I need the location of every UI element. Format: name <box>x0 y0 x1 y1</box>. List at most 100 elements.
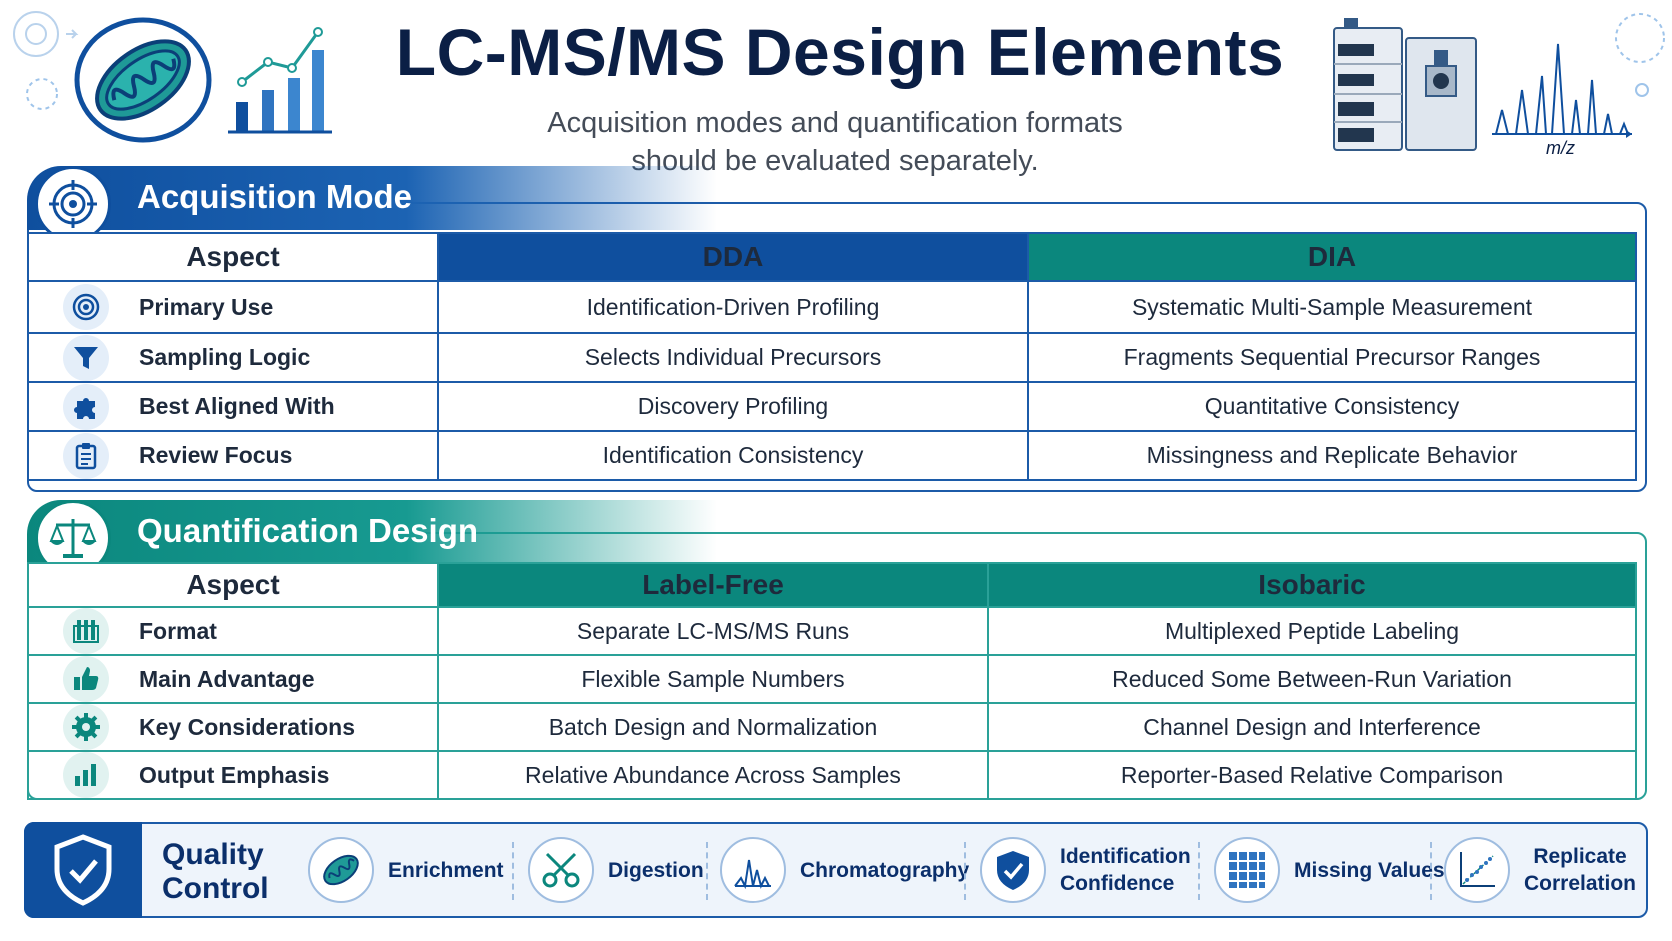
qc-label-line: Enrichment <box>388 858 504 882</box>
gear-icon <box>63 704 109 750</box>
isobaric-value: Reporter-Based Relative Comparison <box>987 750 1637 800</box>
qc-item-label: Missing Values <box>1294 857 1445 884</box>
qc-label-line: Missing Values <box>1294 858 1445 882</box>
acquisition-section: Acquisition Mode Aspect DDA DIA Primary … <box>27 166 1647 496</box>
thumbs-up-icon <box>63 656 109 702</box>
dda-header: DDA <box>437 232 1029 282</box>
label-free-value: Separate LC-MS/MS Runs <box>437 606 989 656</box>
dda-value: Identification-Driven Profiling <box>437 280 1029 334</box>
dia-value: Systematic Multi-Sample Measurement <box>1027 280 1637 334</box>
page-title: LC-MS/MS Design Elements <box>395 15 1285 89</box>
qc-item-identification-confidence: Identification Confidence <box>980 834 1191 906</box>
decorative-circles-right <box>1600 6 1670 106</box>
row-label-cell: Key Considerations <box>27 702 439 752</box>
qc-divider <box>706 842 708 900</box>
qc-label-line: Chromatography <box>800 858 970 882</box>
qc-label-line: Digestion <box>608 858 704 882</box>
acquisition-table: Aspect DDA DIA Primary Use Identificatio… <box>27 232 1637 481</box>
qc-divider <box>512 842 514 900</box>
target-icon <box>63 284 109 330</box>
funnel-icon <box>63 334 109 381</box>
quantification-section: Quantification Design Aspect Label-Free … <box>27 500 1647 810</box>
label-free-header: Label-Free <box>437 562 989 608</box>
label-free-value: Relative Abundance Across Samples <box>437 750 989 800</box>
qc-item-label: Enrichment <box>388 857 504 884</box>
isobaric-value: Multiplexed Peptide Labeling <box>987 606 1637 656</box>
dda-value: Identification Consistency <box>437 430 1029 481</box>
mitochondria-icon <box>72 14 214 146</box>
puzzle-icon <box>63 383 109 430</box>
grid-icon <box>1214 837 1280 903</box>
isobaric-value: Reduced Some Between-Run Variation <box>987 654 1637 704</box>
lc-ms-instrument-icon <box>1330 14 1480 154</box>
label-free-value: Batch Design and Normalization <box>437 702 989 752</box>
qc-item-digestion: Digestion <box>528 834 704 906</box>
table-row: Primary Use Identification-Driven Profil… <box>27 280 1637 334</box>
row-label: Key Considerations <box>139 713 355 740</box>
row-label: Review Focus <box>139 442 293 468</box>
row-label-cell: Output Emphasis <box>27 750 439 800</box>
qc-item-label: Chromatography <box>800 857 969 884</box>
qc-label-line: Identification <box>1060 845 1191 868</box>
isobaric-value: Channel Design and Interference <box>987 702 1637 752</box>
dia-value: Fragments Sequential Precursor Ranges <box>1027 332 1637 383</box>
row-label-cell: Best Aligned With <box>27 381 439 432</box>
row-label-cell: Sampling Logic <box>27 332 439 383</box>
subtitle-line-1: Acquisition modes and quantification for… <box>547 107 1123 139</box>
scissors-icon <box>528 837 594 903</box>
table-row: Main Advantage Flexible Sample Numbers R… <box>27 654 1637 704</box>
aspect-header: Aspect <box>27 232 439 282</box>
qc-label-line: Correlation <box>1524 872 1637 895</box>
row-label-cell: Primary Use <box>27 280 439 334</box>
dia-header: DIA <box>1027 232 1637 282</box>
shield-check-icon <box>980 837 1046 903</box>
dia-value: Missingness and Replicate Behavior <box>1027 430 1637 481</box>
quantification-table: Aspect Label-Free Isobaric Format Separa… <box>27 562 1637 800</box>
target-icon <box>35 166 111 242</box>
row-label-cell: Format <box>27 606 439 656</box>
qc-item-missing-values: Missing Values <box>1214 834 1445 906</box>
qc-divider <box>964 842 966 900</box>
qc-item-label: Identification Confidence <box>1060 843 1191 897</box>
isobaric-header: Isobaric <box>987 562 1637 608</box>
dda-value: Discovery Profiling <box>437 381 1029 432</box>
decorative-circles-left <box>6 6 96 116</box>
qc-item-enrichment: Enrichment <box>308 834 504 906</box>
row-label: Output Emphasis <box>139 761 330 788</box>
row-label: Best Aligned With <box>139 393 335 419</box>
acquisition-header-band <box>27 166 717 230</box>
row-label: Primary Use <box>139 293 274 320</box>
growth-bar-chart-icon <box>226 24 336 136</box>
row-label: Sampling Logic <box>139 344 311 370</box>
row-label-cell: Main Advantage <box>27 654 439 704</box>
mitochondria-icon <box>308 837 374 903</box>
table-row: Review Focus Identification Consistency … <box>27 430 1637 481</box>
table-row: Format Separate LC-MS/MS Runs Multiplexe… <box>27 606 1637 656</box>
row-label: Format <box>139 617 217 644</box>
qc-label-line: Replicate <box>1533 845 1627 868</box>
aspect-header: Aspect <box>27 562 439 608</box>
row-label: Main Advantage <box>139 665 315 692</box>
table-row: Output Emphasis Relative Abundance Acros… <box>27 750 1637 800</box>
qc-item-replicate-correlation: Replicate Correlation <box>1444 834 1636 906</box>
qc-item-label: Digestion <box>608 857 704 884</box>
qc-item-chromatography: Chromatography <box>720 834 969 906</box>
table-row: Key Considerations Batch Design and Norm… <box>27 702 1637 752</box>
mass-spectrum-icon <box>1486 40 1636 140</box>
qc-divider <box>1198 842 1200 900</box>
dda-value: Selects Individual Precursors <box>437 332 1029 383</box>
chromatogram-icon <box>720 837 786 903</box>
qc-title-line-2: Control <box>162 872 269 905</box>
table-row: Sampling Logic Selects Individual Precur… <box>27 332 1637 383</box>
acquisition-section-title: Acquisition Mode <box>137 178 412 215</box>
qc-label-line: Confidence <box>1060 872 1175 895</box>
qc-item-label: Replicate Correlation <box>1524 843 1636 897</box>
table-row: Best Aligned With Discovery Profiling Qu… <box>27 381 1637 432</box>
bar-chart-icon <box>63 752 109 798</box>
qc-title-line-1: Quality <box>162 838 264 871</box>
dia-value: Quantitative Consistency <box>1027 381 1637 432</box>
quality-control-title: Quality Control <box>162 838 269 906</box>
shield-check-icon <box>24 822 142 918</box>
test-tubes-icon <box>63 608 109 654</box>
row-label-cell: Review Focus <box>27 430 439 481</box>
